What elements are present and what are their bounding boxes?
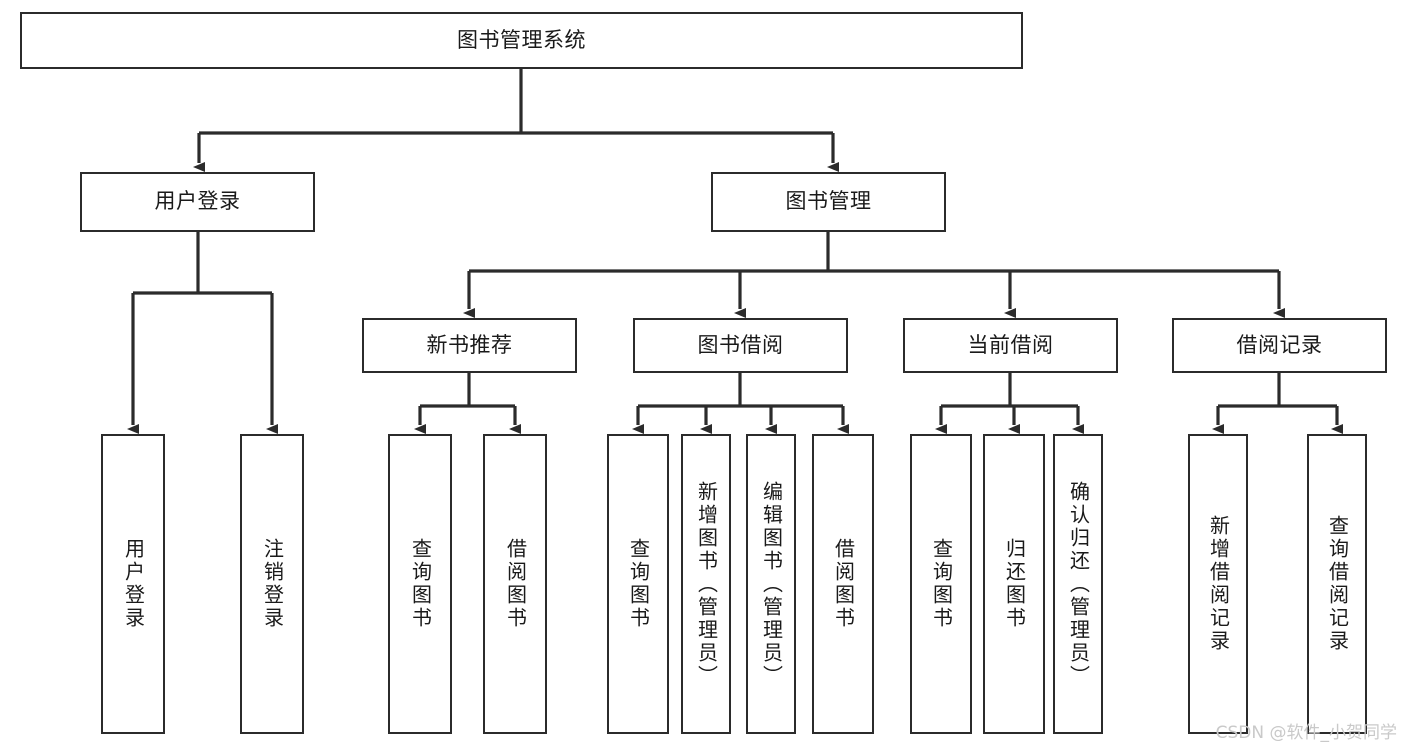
node-leaf-user-login-label: 用户登录 [121,538,146,630]
node-leaf-add-book[interactable]: 新增图书（管理员） [681,434,731,734]
node-leaf-query-record-label: 查询借阅记录 [1325,515,1350,653]
node-leaf-user-logout[interactable]: 注销登录 [240,434,304,734]
node-current-borrow-label: 当前借阅 [967,332,1054,357]
csdn-watermark: CSDN @软件_小贺同学 [1215,723,1397,743]
node-leaf-query-book-2[interactable]: 查询图书 [607,434,669,734]
node-new-book-recommend[interactable]: 新书推荐 [362,318,577,373]
node-leaf-return-book[interactable]: 归还图书 [983,434,1045,734]
node-leaf-query-record[interactable]: 查询借阅记录 [1307,434,1367,734]
node-leaf-query-book-1-label: 查询图书 [408,538,433,630]
node-leaf-edit-book-label: 编辑图书（管理员） [759,480,784,688]
node-leaf-borrow-book-2[interactable]: 借阅图书 [812,434,874,734]
node-leaf-confirm-return[interactable]: 确认归还（管理员） [1053,434,1103,734]
node-book-manage-label: 图书管理 [785,189,872,214]
node-user-login[interactable]: 用户登录 [80,172,315,232]
node-leaf-borrow-book-1[interactable]: 借阅图书 [483,434,547,734]
node-borrow-record[interactable]: 借阅记录 [1172,318,1387,373]
node-leaf-query-book-2-label: 查询图书 [626,538,651,630]
node-leaf-confirm-return-label: 确认归还（管理员） [1066,480,1091,688]
node-leaf-borrow-book-2-label: 借阅图书 [831,538,856,630]
node-leaf-return-book-label: 归还图书 [1002,538,1027,630]
node-user-login-label: 用户登录 [154,189,241,214]
node-leaf-user-login[interactable]: 用户登录 [101,434,165,734]
node-leaf-query-book-3[interactable]: 查询图书 [910,434,972,734]
node-borrow-record-label: 借阅记录 [1236,332,1323,357]
node-leaf-query-book-3-label: 查询图书 [929,538,954,630]
node-root-label: 图书管理系统 [457,27,586,52]
node-leaf-user-logout-label: 注销登录 [260,538,285,630]
node-book-manage[interactable]: 图书管理 [711,172,946,232]
node-book-borrow-label: 图书借阅 [697,332,784,357]
node-leaf-add-record[interactable]: 新增借阅记录 [1188,434,1248,734]
node-leaf-add-book-label: 新增图书（管理员） [694,480,719,688]
node-leaf-add-record-label: 新增借阅记录 [1206,515,1231,653]
node-leaf-borrow-book-1-label: 借阅图书 [503,538,528,630]
node-current-borrow[interactable]: 当前借阅 [903,318,1118,373]
node-new-book-recommend-label: 新书推荐 [426,332,513,357]
node-book-borrow[interactable]: 图书借阅 [633,318,848,373]
node-leaf-query-book-1[interactable]: 查询图书 [388,434,452,734]
node-root[interactable]: 图书管理系统 [20,12,1023,69]
node-leaf-edit-book[interactable]: 编辑图书（管理员） [746,434,796,734]
